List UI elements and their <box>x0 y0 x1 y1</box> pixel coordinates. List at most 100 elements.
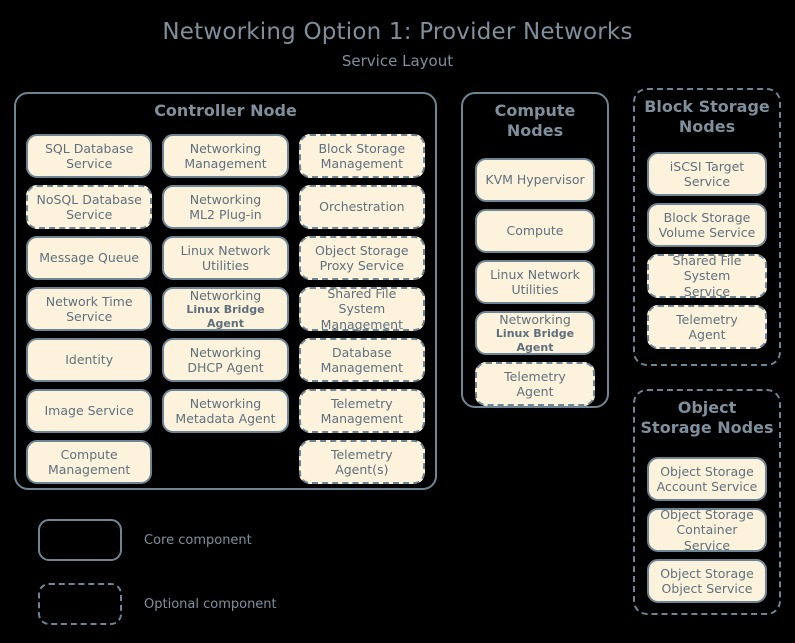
title-block: Networking Option 1: Provider Networks S… <box>0 0 795 70</box>
service-box-line-2: Utilities <box>201 258 250 273</box>
service-box-line-2: Volume Service <box>658 225 756 240</box>
service-box-line-2: Linux Bridge Agent <box>495 327 575 354</box>
legend-swatch-solid <box>38 519 122 561</box>
empty-cell <box>162 440 288 484</box>
service-box-line-2: Agent <box>688 327 726 342</box>
group-title-line: Storage Nodes <box>640 418 774 438</box>
service-box-line-1: iSCSI Target <box>669 158 745 174</box>
legend-swatch-dashed <box>38 583 122 625</box>
service-box-line-2: Proxy Service <box>319 258 405 273</box>
service-box-line-2: Object Service <box>661 581 753 596</box>
service-box-line-1: Compute <box>506 223 564 239</box>
service-box-line-1: Orchestration <box>319 199 405 215</box>
service-box-line-1: Image Service <box>44 403 134 419</box>
legend-label: Optional component <box>144 596 277 612</box>
service-box-kvm-hypervisor[interactable]: KVM Hypervisor <box>475 158 595 202</box>
service-box-line-1: Telemetry <box>330 395 393 411</box>
service-box-line-2: Service <box>66 156 113 171</box>
service-box-line-1: Telemetry <box>504 368 566 384</box>
service-box-line-2: Agent <box>516 384 554 399</box>
service-box-line-1: NoSQL Database <box>36 191 142 207</box>
service-box-line-2: Linux Bridge Agent <box>186 303 265 330</box>
service-box-line-2: Metadata Agent <box>175 411 276 426</box>
service-box-line-2: Container Service <box>676 522 738 553</box>
service-box-line-1: Networking <box>189 140 262 156</box>
service-box-line-1: Networking <box>189 344 262 360</box>
service-box-image-service[interactable]: Image Service <box>26 389 153 433</box>
service-box-line-1: Shared File System <box>672 253 742 284</box>
service-box-line-1: Networking <box>189 287 262 303</box>
service-box-line-1: Object Storage <box>315 242 409 258</box>
service-box-orchestration[interactable]: Orchestration <box>298 185 425 229</box>
service-box-compute[interactable]: Compute <box>475 209 595 253</box>
service-box-message-queue[interactable]: Message Queue <box>26 236 153 280</box>
service-box-line-1: Networking <box>189 395 262 411</box>
page-subtitle: Service Layout <box>341 52 454 71</box>
service-box-line-1: Networking <box>499 311 571 327</box>
group-title-line: Compute <box>494 101 576 120</box>
service-box-line-1: Shared File System <box>327 286 397 317</box>
service-box-line-1: Linux Network <box>180 242 271 258</box>
service-box-line-1: Telemetry <box>330 446 393 462</box>
service-box-line-1: Identity <box>65 352 114 368</box>
service-box-line-2: Agent(s) <box>335 462 389 477</box>
service-box-line-2: Management <box>47 462 131 477</box>
service-box-line-2: Management <box>320 411 403 426</box>
legend-item-optional-component: Optional component <box>38 579 277 629</box>
service-box-line-2: Management <box>184 156 267 171</box>
page-title: Networking Option 1: Provider Networks <box>162 19 633 45</box>
service-box-line-1: Object Storage <box>660 463 754 479</box>
service-box-line-2: Account Service <box>656 479 758 494</box>
service-box-line-2: Service <box>683 283 731 299</box>
service-box-line-2: Service <box>683 174 731 189</box>
service-box-line-2: ML2 Plug-in <box>189 207 262 222</box>
service-box-line-1: Network Time <box>45 293 133 309</box>
service-box-line-1: Object Storage <box>660 507 754 523</box>
group-title-line: Nodes <box>506 121 564 141</box>
service-box-identity[interactable]: Identity <box>26 338 153 382</box>
service-box-line-1: Networking <box>189 191 262 207</box>
service-box-line-1: Block Storage <box>318 140 406 156</box>
service-box-line-1: Message Queue <box>39 250 140 266</box>
service-box-line-2: Management <box>320 360 403 375</box>
service-box-line-1: Compute <box>60 446 118 462</box>
service-box-line-2: DHCP Agent <box>187 360 264 375</box>
group-title-line: Block Storage <box>644 97 770 116</box>
group-title-line: Nodes <box>678 117 736 137</box>
service-box-line-2: Utilities <box>511 282 559 297</box>
